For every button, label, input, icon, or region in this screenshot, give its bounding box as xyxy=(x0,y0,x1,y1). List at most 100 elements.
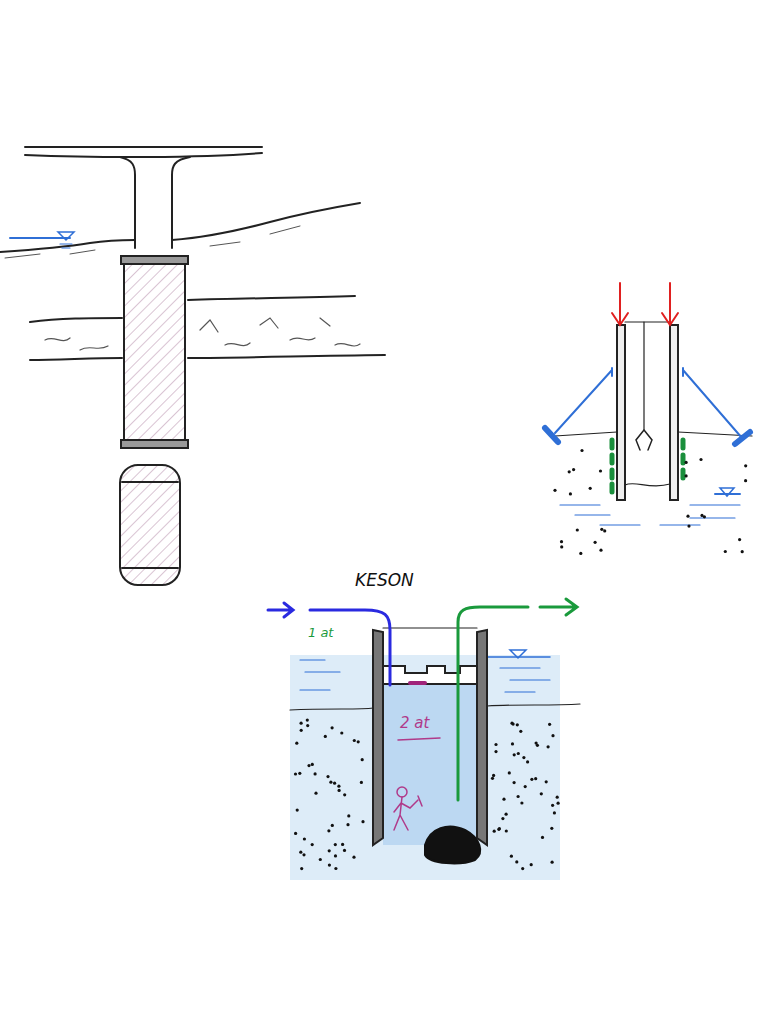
soil-dot xyxy=(361,820,364,823)
bridge-sketch-part xyxy=(120,465,180,585)
soil-dot xyxy=(311,763,314,766)
caisson-sketch-part xyxy=(425,826,480,863)
soil-dot xyxy=(700,514,703,517)
soil-dot xyxy=(502,798,505,801)
soil-dot xyxy=(494,750,497,753)
soil-dot xyxy=(294,832,297,835)
soil-dot xyxy=(329,781,332,784)
soil-dot xyxy=(545,780,548,783)
soil-dot xyxy=(600,528,603,531)
caisson-sketch xyxy=(268,599,580,880)
caisson-sketch-part xyxy=(383,627,477,628)
soil-dot xyxy=(295,742,298,745)
soil-dot xyxy=(492,774,495,777)
soil-dot xyxy=(508,771,511,774)
soil-dot xyxy=(334,854,337,857)
soil-dot xyxy=(343,849,346,852)
pipe-sketch-part xyxy=(612,440,683,492)
pipe-sketch-part xyxy=(560,505,740,525)
soil-dot xyxy=(303,837,306,840)
soil-dot xyxy=(353,739,356,742)
soil-dot xyxy=(494,743,497,746)
bridge-sketch-part xyxy=(10,237,70,239)
soil-dot xyxy=(517,752,520,755)
pipe-sketch-part xyxy=(625,484,670,486)
soil-dot xyxy=(579,552,582,555)
soil-dot xyxy=(513,753,516,756)
soil-dot xyxy=(319,858,322,861)
soil-dot xyxy=(548,723,551,726)
soil-dot xyxy=(306,719,309,722)
soil-dot xyxy=(328,864,331,867)
bridge-sketch-part xyxy=(25,146,262,148)
caisson-sketch-part xyxy=(397,787,407,797)
caisson-sketch-part xyxy=(290,704,580,710)
soil-dot xyxy=(553,489,556,492)
soil-dot xyxy=(327,829,330,832)
soil-dot xyxy=(298,772,301,775)
soil-dot xyxy=(352,856,355,859)
soil-dot xyxy=(347,814,350,817)
soil-dot xyxy=(568,470,571,473)
bridge-sketch-part xyxy=(45,318,360,350)
soil-dot xyxy=(551,734,554,737)
caisson-sketch-part xyxy=(477,630,487,845)
soil-dot xyxy=(522,756,525,759)
soil-dot xyxy=(314,772,317,775)
soil-dot xyxy=(361,758,364,761)
soil-dot xyxy=(520,801,523,804)
caisson-sketch-part xyxy=(394,787,422,830)
caisson-sketch-part xyxy=(383,685,477,845)
soil-dot xyxy=(334,867,337,870)
soil-dot xyxy=(572,468,575,471)
soil-dot xyxy=(334,843,337,846)
caisson-sketch-part xyxy=(300,660,550,692)
soil-dot xyxy=(302,853,305,856)
soil-dot xyxy=(530,778,533,781)
soil-dot xyxy=(343,793,346,796)
soil-dot xyxy=(517,795,520,798)
bridge-sketch-part xyxy=(172,157,190,248)
soil-dot xyxy=(519,730,522,733)
soil-dot xyxy=(338,789,341,792)
soil-dot xyxy=(516,723,519,726)
pipe-sketch-part xyxy=(643,322,644,430)
soil-dot xyxy=(346,823,349,826)
pipe-sketch-part xyxy=(636,430,652,450)
soil-dot xyxy=(699,458,702,461)
soil-dot xyxy=(724,550,727,553)
pipe-sketch-part xyxy=(555,368,742,438)
soil-dot xyxy=(560,540,563,543)
bridge-sketch-part xyxy=(0,240,135,252)
soil-dot xyxy=(687,525,690,528)
pipe-sketch-part xyxy=(545,428,750,444)
soil-dot xyxy=(685,461,688,464)
bridge-sketch-part xyxy=(25,153,262,157)
bridge-sketch-part xyxy=(121,440,188,448)
caisson-sketch-part xyxy=(510,650,526,658)
soil-dot xyxy=(580,449,583,452)
soil-dot xyxy=(599,549,602,552)
pipe-sketch-part xyxy=(670,325,678,500)
pipe-sketch-part xyxy=(612,283,678,325)
soil-dot xyxy=(515,860,518,863)
pipe-sketch-part xyxy=(555,432,752,436)
bridge-sketch-part xyxy=(60,244,72,248)
soil-dot xyxy=(328,849,331,852)
pipe-sketch-part xyxy=(720,488,734,496)
bridge-sketch-part xyxy=(120,157,135,248)
soil-dot xyxy=(510,855,513,858)
soil-dot xyxy=(296,809,299,812)
soil-dot xyxy=(333,782,336,785)
pipe-sketch-part xyxy=(625,321,670,322)
soil-dot xyxy=(341,843,344,846)
soil-dot xyxy=(541,836,544,839)
pressure-label: 1 at xyxy=(308,626,333,639)
pipe-sketch-part xyxy=(617,325,625,500)
soil-dot xyxy=(324,735,327,738)
soil-dot xyxy=(357,740,360,743)
soil-dot xyxy=(511,723,514,726)
soil-dot xyxy=(741,550,744,553)
soil-dot xyxy=(501,817,504,820)
